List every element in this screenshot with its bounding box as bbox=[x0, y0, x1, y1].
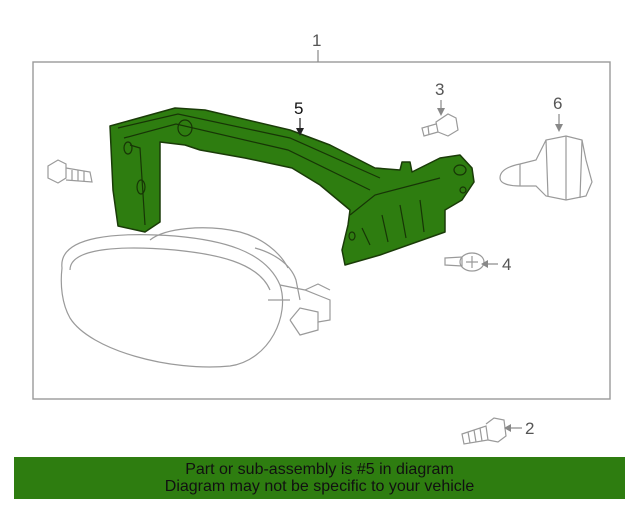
screw-part-4 bbox=[444, 252, 485, 272]
bolt-part-2 bbox=[461, 417, 507, 445]
callout-3: 3 bbox=[435, 80, 444, 99]
leader-arrow-2 bbox=[504, 424, 511, 432]
callout-1: 1 bbox=[312, 31, 321, 50]
fog-lamp-housing bbox=[60, 227, 331, 368]
bolt-left bbox=[47, 159, 93, 184]
assembly-frame bbox=[32, 61, 611, 400]
notice-banner: Part or sub-assembly is #5 in diagram Di… bbox=[14, 457, 625, 499]
leader-arrow-4 bbox=[481, 260, 488, 268]
bolt-part-3 bbox=[421, 113, 459, 137]
banner-line-2: Diagram may not be specific to your vehi… bbox=[164, 478, 475, 495]
leader-arrow-5 bbox=[296, 128, 304, 136]
leader-arrow-6 bbox=[555, 124, 563, 132]
fog-lamp-bracket-part-5 bbox=[109, 107, 475, 266]
callout-6: 6 bbox=[553, 94, 562, 113]
banner-line-1: Part or sub-assembly is #5 in diagram bbox=[185, 461, 454, 478]
bulb-part-6 bbox=[499, 135, 593, 201]
parts-diagram: 1 5 bbox=[32, 31, 611, 445]
leader-arrow-3 bbox=[437, 108, 445, 116]
callout-2: 2 bbox=[525, 419, 534, 438]
callout-5: 5 bbox=[294, 99, 303, 118]
callout-4: 4 bbox=[502, 255, 511, 274]
